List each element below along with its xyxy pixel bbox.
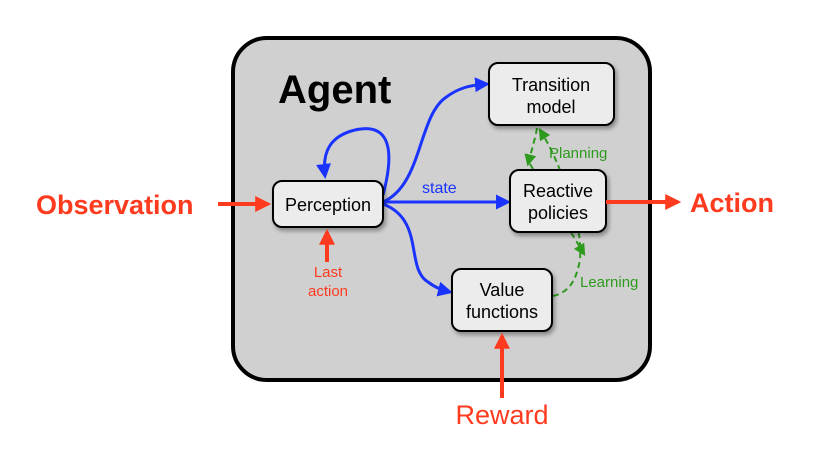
learning-label: Learning — [580, 274, 638, 291]
agent-title: Agent — [278, 68, 391, 112]
transition-model-label-line2: model — [526, 97, 575, 117]
perception-to-transition-arrow — [382, 77, 490, 204]
value-functions-label-line2: functions — [466, 302, 538, 322]
perception-label: Perception — [285, 195, 371, 215]
reactive-policies-node: Reactive policies — [509, 169, 607, 233]
transition-model-label-line1: Transition — [512, 75, 590, 95]
perception-node: Perception — [272, 180, 384, 228]
transition-model-node: Transition model — [488, 62, 615, 126]
perception-to-value-arrow — [382, 202, 453, 297]
planning-arrow — [524, 127, 538, 167]
action-label: Action — [690, 188, 774, 218]
reactive-policies-label-line2: policies — [528, 203, 588, 223]
state-label: state — [422, 180, 457, 197]
reactive-policies-label-line1: Reactive — [523, 181, 593, 201]
reward-label: Reward — [455, 400, 548, 430]
value-functions-label-line1: Value — [480, 280, 525, 300]
observation-label: Observation — [36, 190, 194, 220]
value-functions-node: Value functions — [451, 268, 553, 332]
last-action-label-line2: action — [308, 283, 348, 300]
planning-label: Planning — [549, 145, 607, 162]
last-action-label-line1: Last — [314, 264, 343, 281]
perception-self-loop-arrow — [316, 127, 391, 196]
